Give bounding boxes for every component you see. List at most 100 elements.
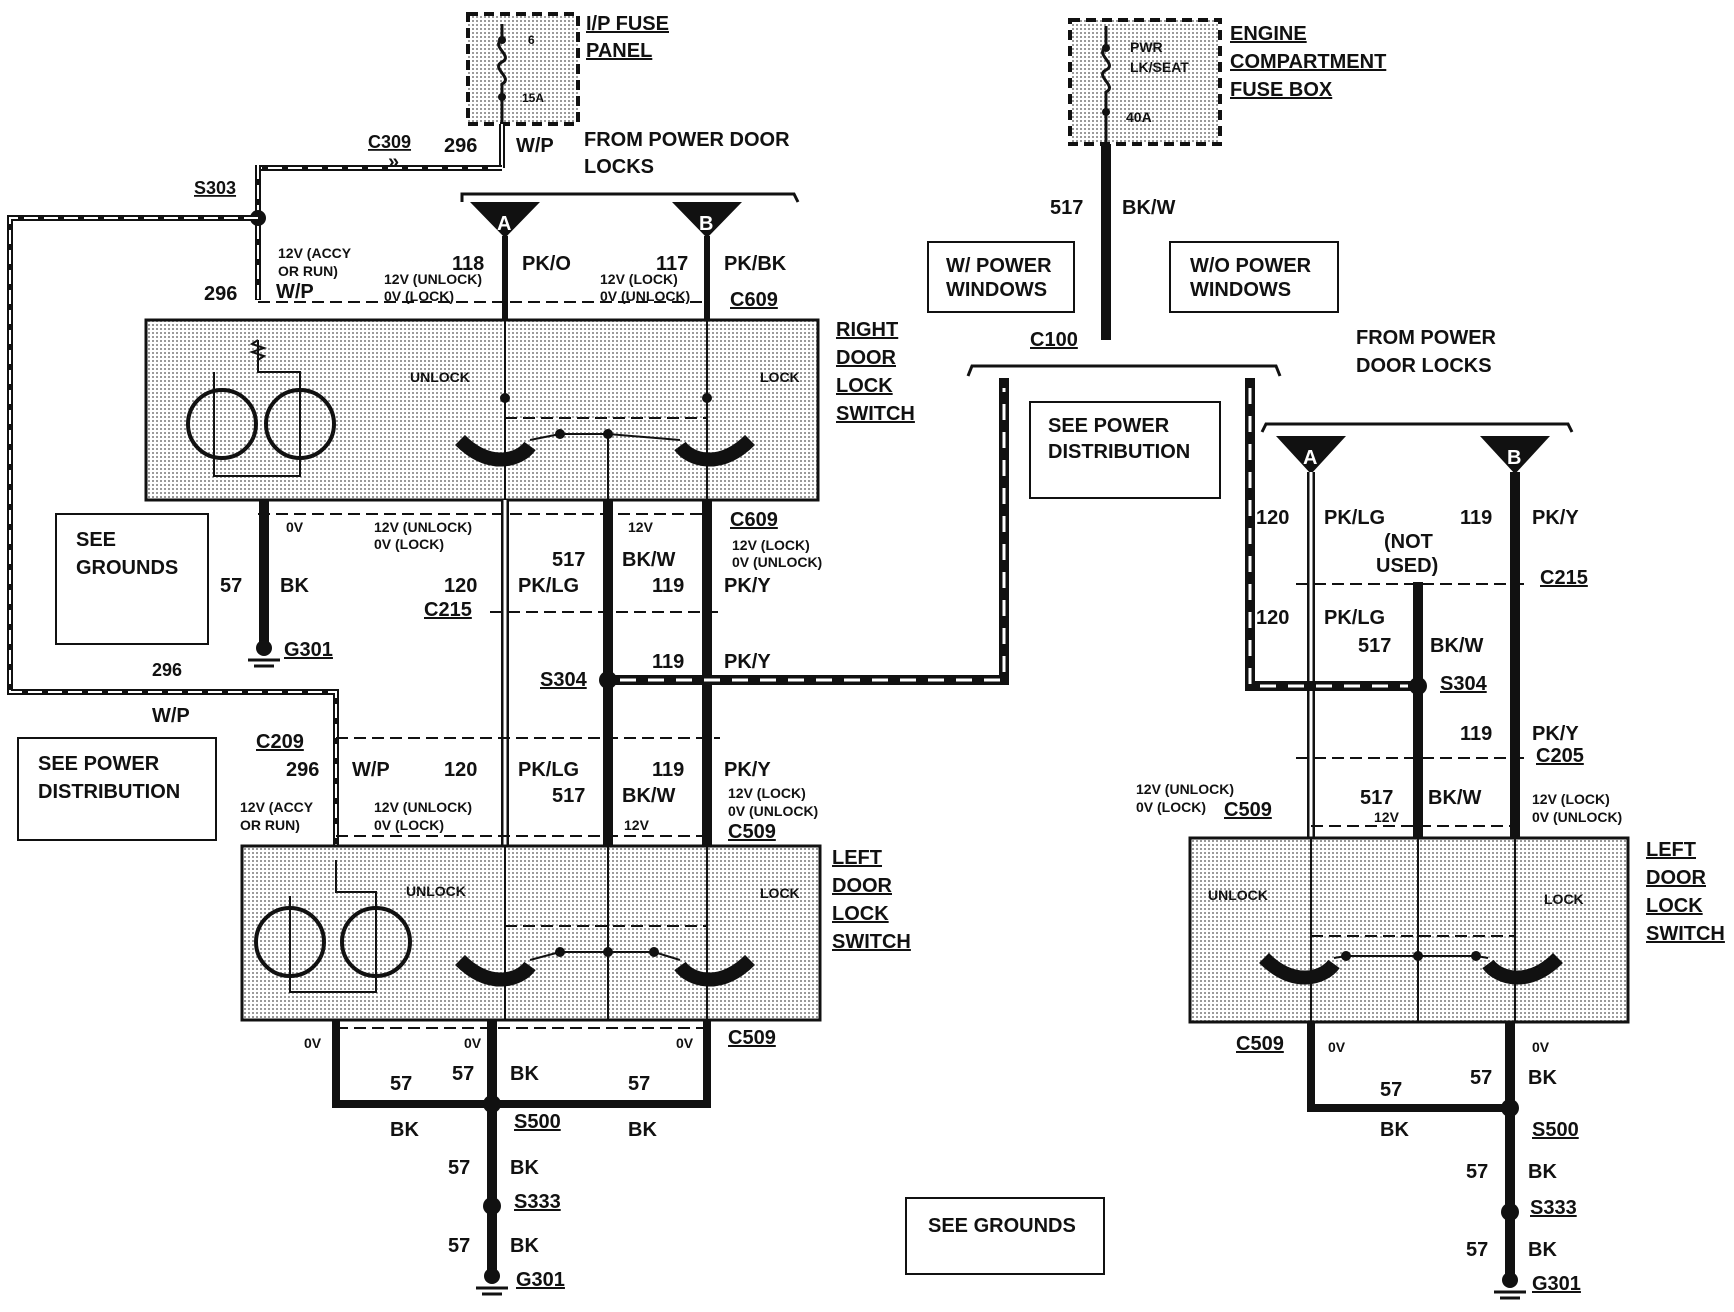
svg-text:W/ POWER: W/ POWER [946, 255, 1052, 277]
wire-119-label-1: 119 [652, 575, 684, 597]
voltage-accy-ls-2: OR RUN) [240, 817, 300, 833]
s333-label-left: S333 [514, 1191, 561, 1213]
s304-splice-right [1409, 677, 1427, 695]
wire-wp-ls-label: W/P [352, 759, 390, 781]
unlock-contact [455, 434, 536, 467]
wire-57-right-a: 57 [1470, 1067, 1492, 1089]
c509-right-bottom-label: C509 [1236, 1033, 1284, 1055]
voltage-lock-1: 12V (LOCK) [600, 271, 678, 287]
wire-517-label-2: 517 [552, 785, 585, 807]
voltage-lock-rs-2: 0V (UNLOCK) [732, 554, 822, 570]
left-door-lock-switch-2: UNLOCK LOCK [1188, 836, 1630, 1024]
voltage-0v-rs: 0V [286, 519, 304, 535]
c309-chevron: » [388, 151, 399, 173]
ip-fuse-panel-title: I/P FUSE [586, 13, 669, 35]
right-switch-title-1: RIGHT [836, 319, 898, 341]
wire-pklg-right-label-2: PK/LG [1324, 607, 1385, 629]
voltage-accy-2: OR RUN) [278, 263, 338, 279]
s333-splice-left [483, 1197, 501, 1215]
wo-power-windows-box: W/O POWER WINDOWS [1169, 241, 1339, 313]
wire-296-label: 296 [444, 135, 477, 157]
voltage-0v-right-a: 0V [1328, 1039, 1346, 1055]
wire-119-right-label-2: 119 [1460, 723, 1492, 745]
wire-57-ls-loop [332, 1020, 711, 1108]
left-switch-1-title-1: LEFT [832, 847, 882, 869]
wire-bk-rs-label: BK [280, 575, 309, 597]
wire-57-rs-label: 57 [220, 575, 242, 597]
voltage-accy-1: 12V (ACCY [278, 245, 352, 261]
wire-119-s304-label: 119 [652, 651, 684, 673]
wire-pky-s304-label: PK/Y [724, 651, 771, 673]
wire-bkw-engine-label: BK/W [1122, 197, 1175, 219]
c100-label: C100 [1030, 329, 1078, 351]
wire-pkbk-label: PK/BK [724, 253, 787, 275]
lock-contact [674, 434, 755, 467]
fuse-number: 6 [528, 33, 535, 47]
s304-label-right: S304 [1440, 673, 1488, 695]
wire-wp-label: W/P [516, 135, 554, 157]
left-switch-1-title-2: DOOR [832, 875, 893, 897]
voltage-lock-2: 0V (UNLOCK) [600, 288, 690, 304]
wire-pklg-right-label-1: PK/LG [1324, 507, 1385, 529]
voltage-unlock-right-1: 12V (UNLOCK) [1136, 781, 1234, 797]
wire-517-right-label-1: 517 [1358, 635, 1391, 657]
not-used-1: (NOT [1384, 531, 1433, 553]
svg-text:B: B [1507, 447, 1521, 469]
wire-296-wp-loop [7, 215, 339, 860]
wire-bk-ls-a: BK [390, 1119, 419, 1141]
ground-symbol-right [1494, 1272, 1526, 1300]
left-switch-1-title-4: SWITCH [832, 931, 911, 953]
from-power-door-locks-line2: LOCKS [584, 156, 654, 178]
voltage-unlock-1: 12V (UNLOCK) [384, 271, 482, 287]
see-power-distribution-box-left: SEE POWER DISTRIBUTION [17, 737, 217, 841]
voltage-12v-ls: 12V [624, 817, 650, 833]
s304-label-left: S304 [540, 669, 588, 691]
fuse-rating: 15A [522, 91, 544, 105]
led-left [186, 388, 258, 460]
svg-text:LOCK: LOCK [1544, 891, 1584, 907]
svg-text:A: A [497, 213, 511, 235]
left-switch-2-title-4: SWITCH [1646, 923, 1725, 945]
voltage-unlock-2: 0V (LOCK) [384, 288, 454, 304]
wire-57-right-b: 57 [1380, 1079, 1402, 1101]
wire-296-ls-label: 296 [286, 759, 319, 781]
svg-text:SEE GROUNDS: SEE GROUNDS [928, 1215, 1076, 1237]
wire-bkw-right-label-2: BK/W [1428, 787, 1481, 809]
wire-bk-right-d: BK [1528, 1239, 1557, 1261]
ground-symbol-ls [476, 1268, 508, 1296]
g301-rs-label: G301 [284, 639, 333, 661]
s333-label-right: S333 [1530, 1197, 1577, 1219]
not-used-2: USED) [1376, 555, 1438, 577]
s500-label-left: S500 [514, 1111, 561, 1133]
svg-text:LOCK: LOCK [760, 885, 800, 901]
wire-117-label: 117 [656, 253, 688, 275]
wire-bk-right-a: BK [1528, 1067, 1557, 1089]
svg-text:A: A [1303, 447, 1317, 469]
wire-517-right-label-2: 517 [1360, 787, 1393, 809]
bracket-left-top [460, 192, 800, 203]
wire-bk-right-c: BK [1528, 1161, 1557, 1183]
voltage-12v-right: 12V [1374, 809, 1400, 825]
wire-bkw-label-1: BK/W [622, 549, 675, 571]
voltage-unlock-ls-2: 0V (LOCK) [374, 817, 444, 833]
left-switch-2-title-1: LEFT [1646, 839, 1696, 861]
svg-text:DISTRIBUTION: DISTRIBUTION [38, 781, 180, 803]
svg-text:UNLOCK: UNLOCK [1208, 887, 1268, 903]
voltage-0v-ls-b: 0V [464, 1035, 482, 1051]
wire-bkw-right-label-1: BK/W [1430, 635, 1483, 657]
left-switch-2-title-2: DOOR [1646, 867, 1707, 889]
svg-text:WINDOWS: WINDOWS [946, 279, 1047, 301]
c205-label: C205 [1536, 745, 1584, 767]
wire-517-label-1: 517 [552, 549, 585, 571]
c509-right-top-label: C509 [1224, 799, 1272, 821]
voltage-0v-right-b: 0V [1532, 1039, 1550, 1055]
c609-top-label: C609 [730, 289, 778, 311]
svg-text:SEE: SEE [76, 529, 116, 551]
voltage-unlock-right-2: 0V (LOCK) [1136, 799, 1206, 815]
c309-label: C309 [368, 132, 411, 152]
c609-bottom-label: C609 [730, 509, 778, 531]
from-power-door-locks-line1: FROM POWER DOOR [584, 129, 790, 151]
wire-57-right-c: 57 [1466, 1161, 1488, 1183]
svg-text:SEE POWER: SEE POWER [1048, 415, 1170, 437]
lock-text: LOCK [760, 369, 800, 385]
